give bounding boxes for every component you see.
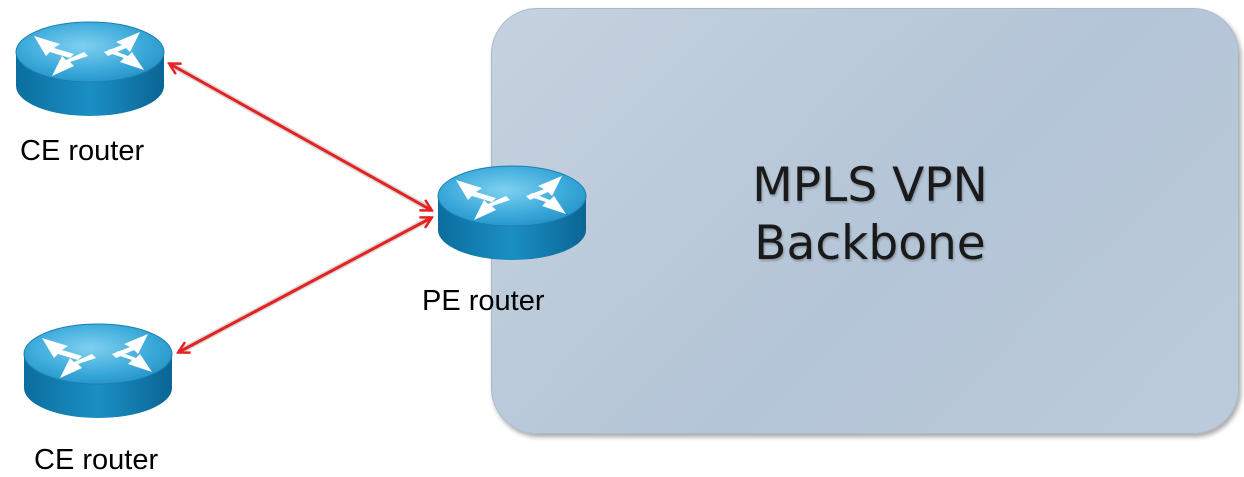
backbone-title-line1: MPLS VPN <box>752 158 988 213</box>
link-ce1-pe <box>170 61 431 213</box>
ce-router-bottom-icon <box>23 323 173 419</box>
ce-router-top-icon <box>15 21 165 117</box>
pe-router-label: PE router <box>422 285 545 317</box>
ce-router-top-label: CE router <box>20 135 145 167</box>
ce-router-bottom-label: CE router <box>34 444 159 476</box>
pe-router-icon <box>437 165 587 261</box>
backbone-title: MPLS VPN Backbone <box>690 157 1050 273</box>
backbone-title-line2: Backbone <box>754 216 986 271</box>
link-ce2-pe <box>179 215 431 355</box>
mpls-vpn-backbone <box>491 8 1239 434</box>
